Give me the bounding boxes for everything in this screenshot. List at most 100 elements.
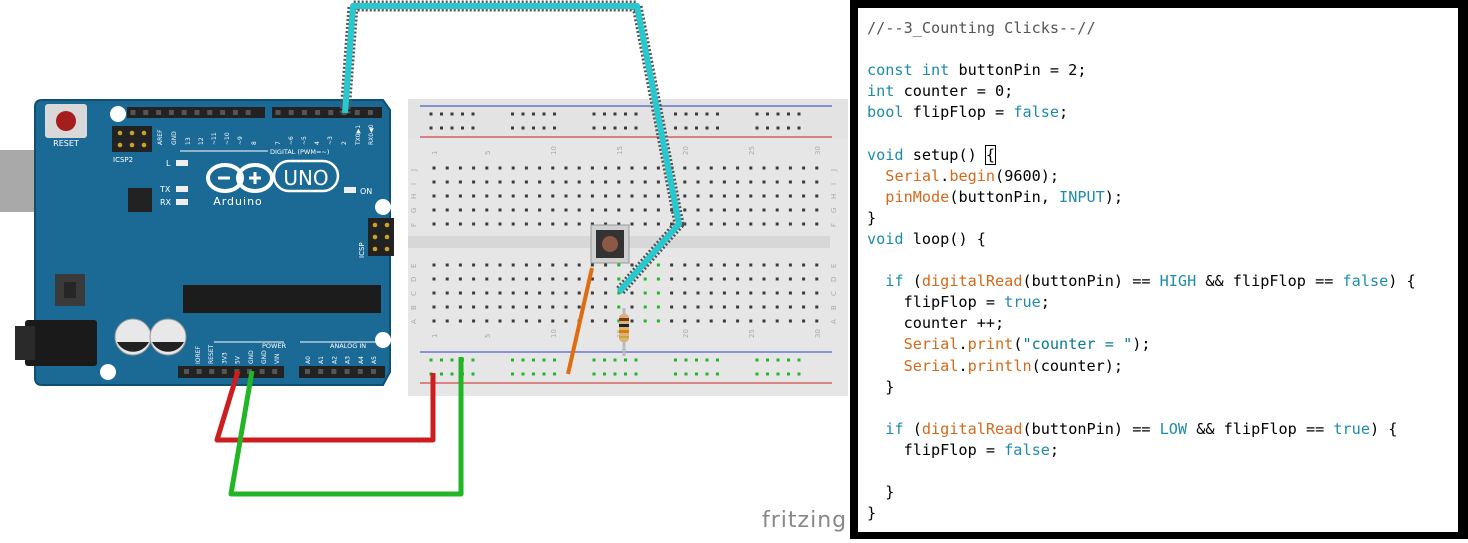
breadboard-hole — [709, 319, 713, 323]
row-letter: H — [410, 194, 418, 199]
breadboard-hole — [590, 319, 594, 323]
rail-hole — [776, 358, 780, 362]
rail-hole — [776, 126, 780, 130]
breadboard-hole — [511, 180, 515, 184]
rail-hole — [592, 112, 596, 116]
wire-orange — [566, 267, 594, 375]
breadboard-hole — [709, 305, 713, 309]
breadboard-hole — [722, 222, 726, 226]
header-pin-hole — [143, 110, 149, 115]
push-button — [590, 224, 630, 264]
breadboard-hole — [511, 194, 515, 198]
power-pin-label: 5V — [235, 355, 242, 364]
breadboard-hole — [749, 291, 753, 295]
breadboard-hole — [498, 194, 502, 198]
breadboard-hole — [445, 208, 449, 212]
breadboard-hole — [656, 319, 660, 323]
column-number: 10 — [550, 329, 558, 338]
breadboard-hole — [445, 263, 449, 267]
row-letter: J — [410, 169, 418, 172]
breadboard-hole — [643, 166, 647, 170]
rail-hole — [705, 126, 709, 130]
breadboard-hole — [604, 166, 608, 170]
breadboard-hole — [538, 319, 542, 323]
breadboard-hole — [762, 222, 766, 226]
breadboard-hole — [564, 319, 568, 323]
breadboard-hole — [656, 291, 660, 295]
rail-hole — [716, 372, 719, 376]
breadboard-hole — [538, 291, 542, 295]
rail-hole — [471, 372, 475, 376]
breadboard-hole — [775, 194, 779, 198]
digital-label: DIGITAL (PWM=~) — [270, 148, 329, 156]
rail-hole — [776, 372, 780, 376]
breadboard-hole — [762, 208, 766, 212]
breadboard-hole — [458, 208, 462, 212]
column-number: 10 — [550, 146, 558, 155]
rail-hole — [755, 126, 759, 130]
breadboard-hole — [709, 208, 713, 212]
breadboard-hole — [709, 277, 713, 281]
header-pin-hole — [207, 110, 213, 115]
header-pin-hole — [130, 110, 136, 115]
breadboard-hole — [696, 194, 700, 198]
breadboard-hole — [656, 277, 660, 281]
breadboard-hole — [617, 194, 621, 198]
breadboard-hole — [683, 208, 687, 212]
breadboard-hole — [445, 291, 449, 295]
header-pin-hole — [318, 369, 324, 374]
breadboard-hole — [696, 208, 700, 212]
rail-hole — [511, 358, 514, 362]
row-letter: B — [830, 305, 838, 310]
breadboard-hole — [722, 319, 726, 323]
breadboard-hole — [577, 180, 581, 184]
rail-hole — [613, 372, 617, 376]
rail-hole — [716, 112, 719, 116]
breadboard-hole — [511, 319, 515, 323]
breadboard-hole — [604, 291, 608, 295]
column-number: 5 — [484, 334, 492, 338]
rail-hole — [471, 126, 475, 130]
breadboard-hole — [762, 291, 766, 295]
breadboard-hole — [458, 222, 462, 226]
rail-hole — [440, 358, 443, 362]
rail-hole — [440, 372, 443, 376]
breadboard-hole — [630, 166, 634, 170]
column-number: 30 — [814, 329, 822, 338]
breadboard-hole — [498, 180, 502, 184]
breadboard-hole — [511, 263, 515, 267]
power-pin-label: 3V3 — [221, 352, 228, 364]
breadboard-hole — [511, 291, 515, 295]
row-letter: C — [410, 291, 418, 296]
breadboard-hole — [538, 305, 542, 309]
power-pin-label: IOREF — [195, 346, 202, 364]
breadboard-hole — [736, 180, 740, 184]
breadboard-hole — [524, 291, 528, 295]
breadboard-hole — [775, 263, 779, 267]
analog-pin-label: A5 — [371, 356, 378, 364]
column-number: 20 — [682, 146, 690, 155]
rail-hole — [684, 358, 688, 362]
breadboard-hole — [577, 277, 581, 281]
breadboard-hole — [630, 180, 634, 184]
led-tx — [176, 186, 188, 192]
rail-hole — [695, 372, 698, 376]
row-letter: J — [830, 169, 838, 172]
breadboard-hole — [590, 180, 594, 184]
icsp-label: ICSP — [358, 242, 366, 258]
header-pin-hole — [196, 369, 202, 374]
rail-hole — [695, 358, 698, 362]
breadboard-hole — [498, 319, 502, 323]
breadboard-hole — [604, 180, 608, 184]
breadboard-hole — [762, 166, 766, 170]
breadboard-hole — [709, 263, 713, 267]
rail-hole — [634, 372, 638, 376]
breadboard-hole — [722, 208, 726, 212]
row-letter: G — [830, 208, 838, 213]
rail-hole — [461, 112, 464, 116]
breadboard-hole — [551, 222, 555, 226]
breadboard-hole — [511, 208, 515, 212]
breadboard-hole — [722, 180, 726, 184]
breadboard-hole — [670, 291, 674, 295]
rail-hole — [674, 358, 677, 362]
